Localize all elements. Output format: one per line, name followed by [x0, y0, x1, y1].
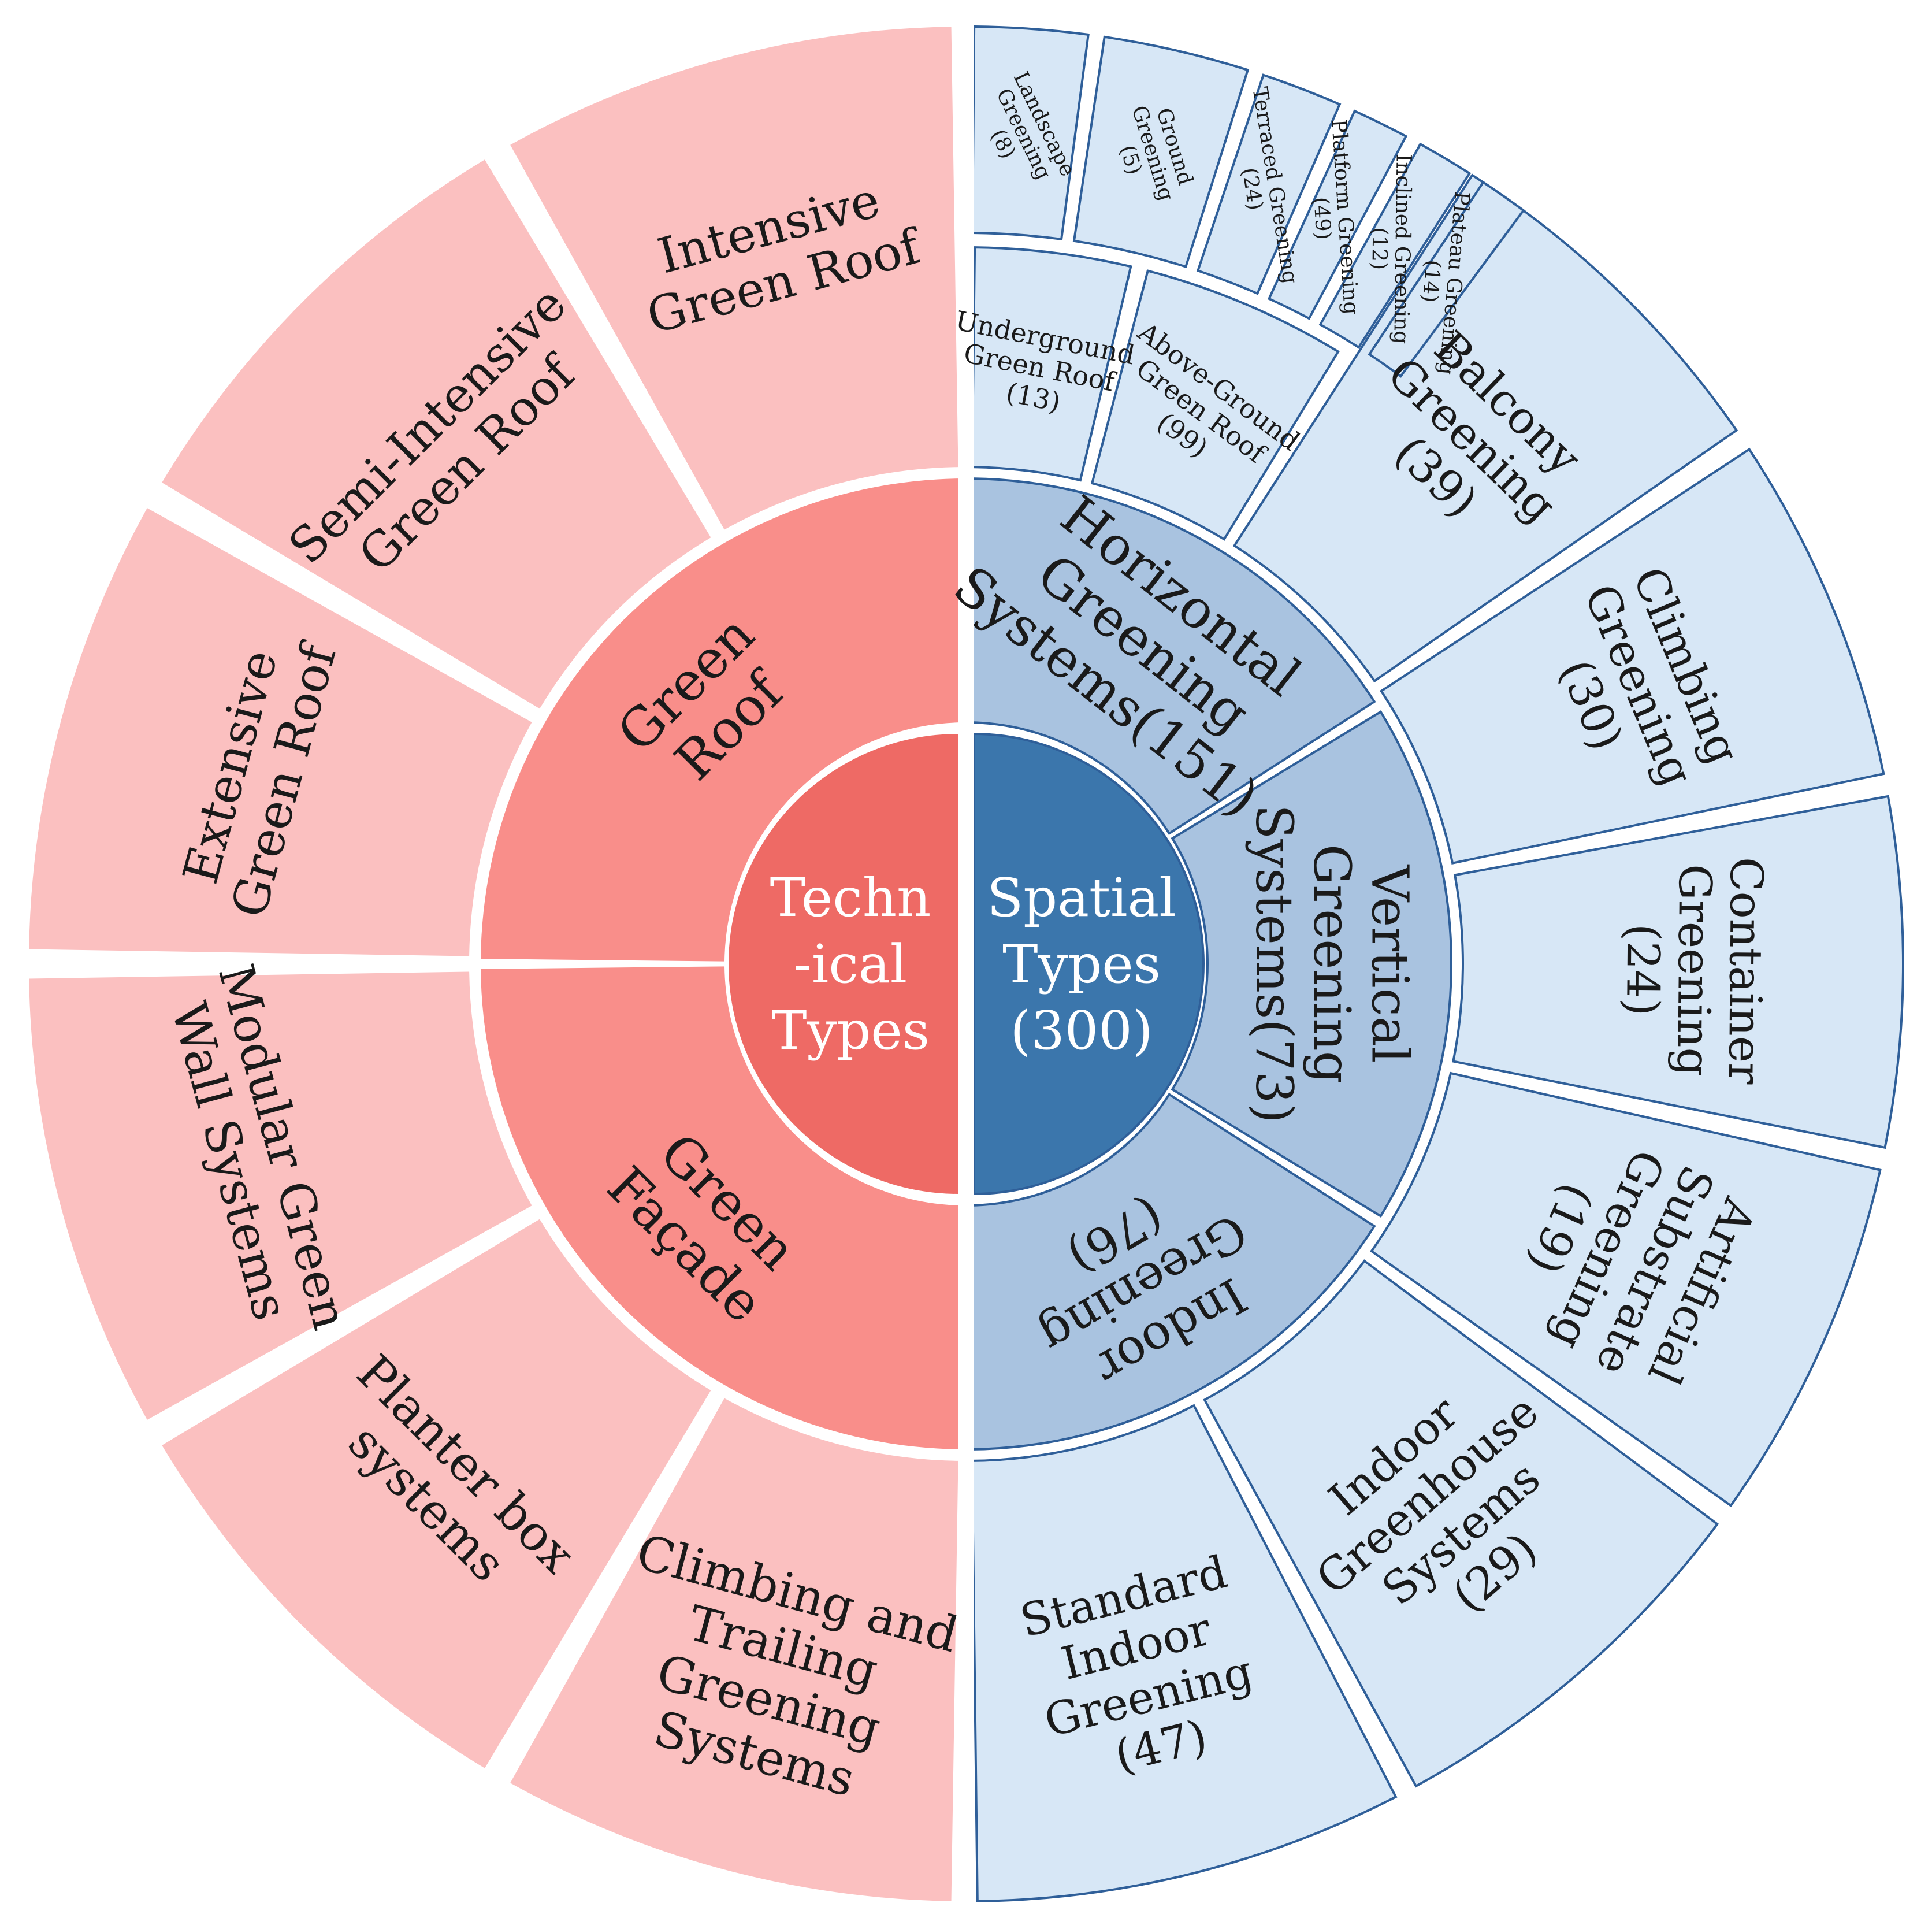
label-inclined-greening-line: Inclined Greening: [1389, 154, 1415, 344]
center-technical-types[interactable]: [729, 734, 958, 1194]
sector-landscape-greening[interactable]: [971, 25, 1090, 241]
sector-semi-intensive-green-roof[interactable]: [162, 159, 711, 709]
sector-artificial-substrate-greening[interactable]: [1370, 1071, 1882, 1508]
label-vertical-greening-systems-line: Vertical: [1361, 864, 1420, 1063]
label-plateau-greening-line: (14): [1417, 259, 1444, 303]
label-container-greening: ContainerGreening(24): [1615, 856, 1772, 1085]
sector-climbing-trailing-greening-systems[interactable]: [510, 1398, 958, 1901]
sector-platform-greening[interactable]: [1267, 109, 1408, 320]
center-right-label-line: (300): [1010, 1000, 1153, 1062]
label-inclined-greening-line: (12): [1367, 227, 1391, 270]
sector-climbing-greening[interactable]: [1380, 447, 1885, 865]
sector-modular-green-wall-systems[interactable]: [29, 971, 532, 1420]
sector-standard-indoor-greening[interactable]: [971, 1404, 1398, 1902]
sector-plateau-greening[interactable]: [1368, 180, 1525, 378]
label-container-greening-line: Greening: [1667, 864, 1721, 1077]
center-right-label-line: Types: [1002, 933, 1161, 995]
sectors: [29, 0, 1904, 1929]
sector-green-facade[interactable]: [481, 966, 964, 1449]
sector-green-roof[interactable]: [481, 478, 964, 962]
label-vertical-greening-systems-line: Systems(73): [1244, 804, 1304, 1123]
sector-balcony-greening[interactable]: [1232, 173, 1738, 683]
center-left-label-line: Techn: [770, 867, 931, 929]
sector-underground-green-roof[interactable]: [971, 246, 1132, 482]
center-left-label-line: -ical: [794, 933, 907, 995]
sector-intensive-green-roof[interactable]: [510, 27, 958, 530]
sector-indoor-greenhouse-systems[interactable]: [1203, 1259, 1719, 1788]
center-right-label-line: Spatial: [987, 867, 1176, 929]
label-inclined-greening: Inclined Greening(12): [1366, 153, 1415, 344]
label-vertical-greening-systems-line: Greening: [1302, 844, 1362, 1084]
sector-above-ground-green-roof[interactable]: [1090, 269, 1340, 541]
sector-horizontal-greening-systems[interactable]: [968, 477, 1376, 835]
center-spatial-types[interactable]: [972, 732, 1205, 1196]
label-underground-green-roof: UndergroundGreen Roof(13): [941, 305, 1138, 430]
sector-container-greening[interactable]: [1451, 795, 1904, 1149]
center-left-label-line: Types: [771, 1000, 930, 1062]
label-platform-greening-line: (49): [1309, 196, 1335, 240]
sector-extensive-green-roof[interactable]: [29, 508, 532, 956]
label-container-greening-line: Container: [1718, 857, 1772, 1085]
label-vertical-greening-systems: VerticalGreeningSystems(73): [1244, 804, 1420, 1123]
sector-terraced-greening[interactable]: [1196, 73, 1342, 295]
label-artificial-substrate-greening: ArtificialSubstrateGreening(19): [1491, 1116, 1770, 1404]
sector-inclined-greening[interactable]: [1318, 142, 1472, 349]
sector-planter-box-systems[interactable]: [162, 1219, 711, 1768]
label-container-greening-line: (24): [1616, 923, 1669, 1017]
sector-indoor-greening[interactable]: [968, 1093, 1376, 1451]
half-divider: [958, 0, 974, 1929]
sector-vertical-greening-systems[interactable]: [1171, 710, 1453, 1218]
sector-ground-greening[interactable]: [1072, 35, 1250, 269]
